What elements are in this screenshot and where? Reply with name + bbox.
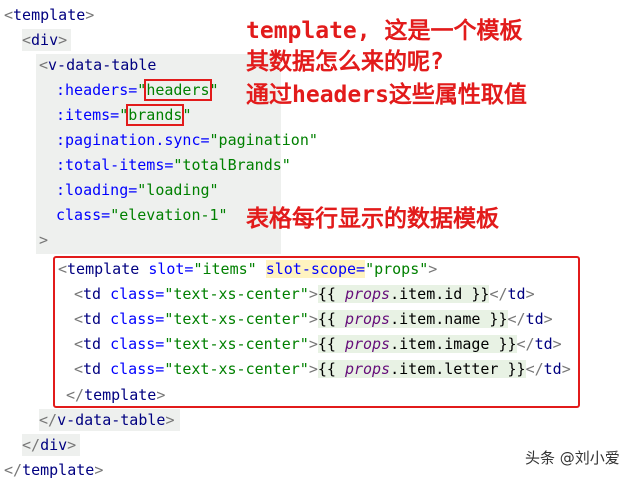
code-line-div-open: <div> [22, 29, 72, 51]
annotation-row-template: 表格每行显示的数据模板 [246, 206, 499, 232]
code-line-template-open: <template> [4, 6, 95, 24]
brands-highlight-box: brands [126, 104, 185, 126]
code-line-slot-template-close: </template> [66, 386, 166, 404]
code-line-loading-attr: :loading="loading" [56, 181, 219, 199]
code-line-pagination-attr: :pagination.sync="pagination" [56, 131, 318, 149]
code-line-td-name: <td class="text-xs-center">{{ props.item… [74, 310, 553, 328]
code-line-td-image: <td class="text-xs-center">{{ props.item… [74, 335, 562, 353]
headers-highlight-box: headers [144, 79, 212, 101]
code-line-total-items-attr: :total-items="totalBrands" [56, 156, 291, 174]
code-line-v-data-table-gt: > [39, 231, 49, 249]
code-line-td-letter: <td class="text-xs-center">{{ props.item… [74, 360, 571, 378]
annotation-data-source: 其数据怎么来的呢? [246, 49, 444, 75]
slot-template-highlight-box [53, 256, 580, 408]
watermark: 头条 @刘小爱 [525, 449, 620, 467]
code-line-slot-template-open: <template slot="items" slot-scope="props… [58, 260, 438, 278]
code-line-div-close: </div> [22, 434, 81, 456]
code-line-template-close: </template> [4, 461, 104, 479]
code-line-headers-attr: :headers="headers" [56, 79, 219, 101]
code-line-td-id: <td class="text-xs-center">{{ props.item… [74, 285, 535, 303]
code-line-class-attr: class="elevation-1" [56, 206, 228, 224]
code-line-v-data-table-close: </v-data-table> [39, 409, 181, 431]
annotation-template: template, 这是一个模板 [246, 18, 523, 44]
annotation-headers: 通过headers这些属性取值 [246, 82, 527, 108]
attribute-block-bg [36, 54, 281, 254]
code-line-items-attr: :items="brands" [56, 104, 192, 126]
code-line-v-data-table-open: <v-data-table [39, 56, 157, 74]
